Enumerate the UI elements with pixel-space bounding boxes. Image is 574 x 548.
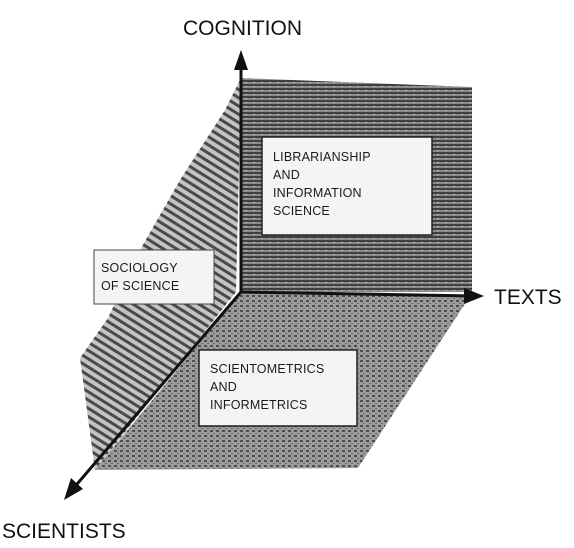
scientometrics-line-3: INFORMETRICS [210,398,308,412]
region-scientometrics: SCIENTOMETRICS AND INFORMETRICS [198,349,358,427]
cognition-axis [234,50,248,292]
region-librarianship: LIBRARIANSHIP AND INFORMATION SCIENCE [261,136,433,236]
librarianship-line-4: SCIENCE [273,204,330,218]
scientometrics-box [198,349,358,427]
axis-label-texts: TEXTS [494,286,562,309]
librarianship-line-3: INFORMATION [273,186,362,200]
sociology-line-2: OF SCIENCE [101,279,179,293]
librarianship-line-2: AND [273,168,300,182]
sociology-line-1: SOCIOLOGY [101,261,178,275]
axis-label-scientists: SCIENTISTS [2,520,126,543]
texts-arrowhead [464,288,484,304]
scientists-axis [64,291,243,500]
texts-axis [240,288,484,304]
scientometrics-line-2: AND [210,380,237,394]
sociology-box [93,249,215,305]
region-sociology: SOCIOLOGY OF SCIENCE [93,249,215,305]
librarianship-line-1: LIBRARIANSHIP [273,150,371,164]
scientists-arrowhead [64,478,83,500]
librarianship-box [261,136,433,236]
cognition-arrowhead [234,50,248,70]
scientometrics-line-1: SCIENTOMETRICS [210,362,324,376]
axis-label-cognition: COGNITION [183,17,302,40]
